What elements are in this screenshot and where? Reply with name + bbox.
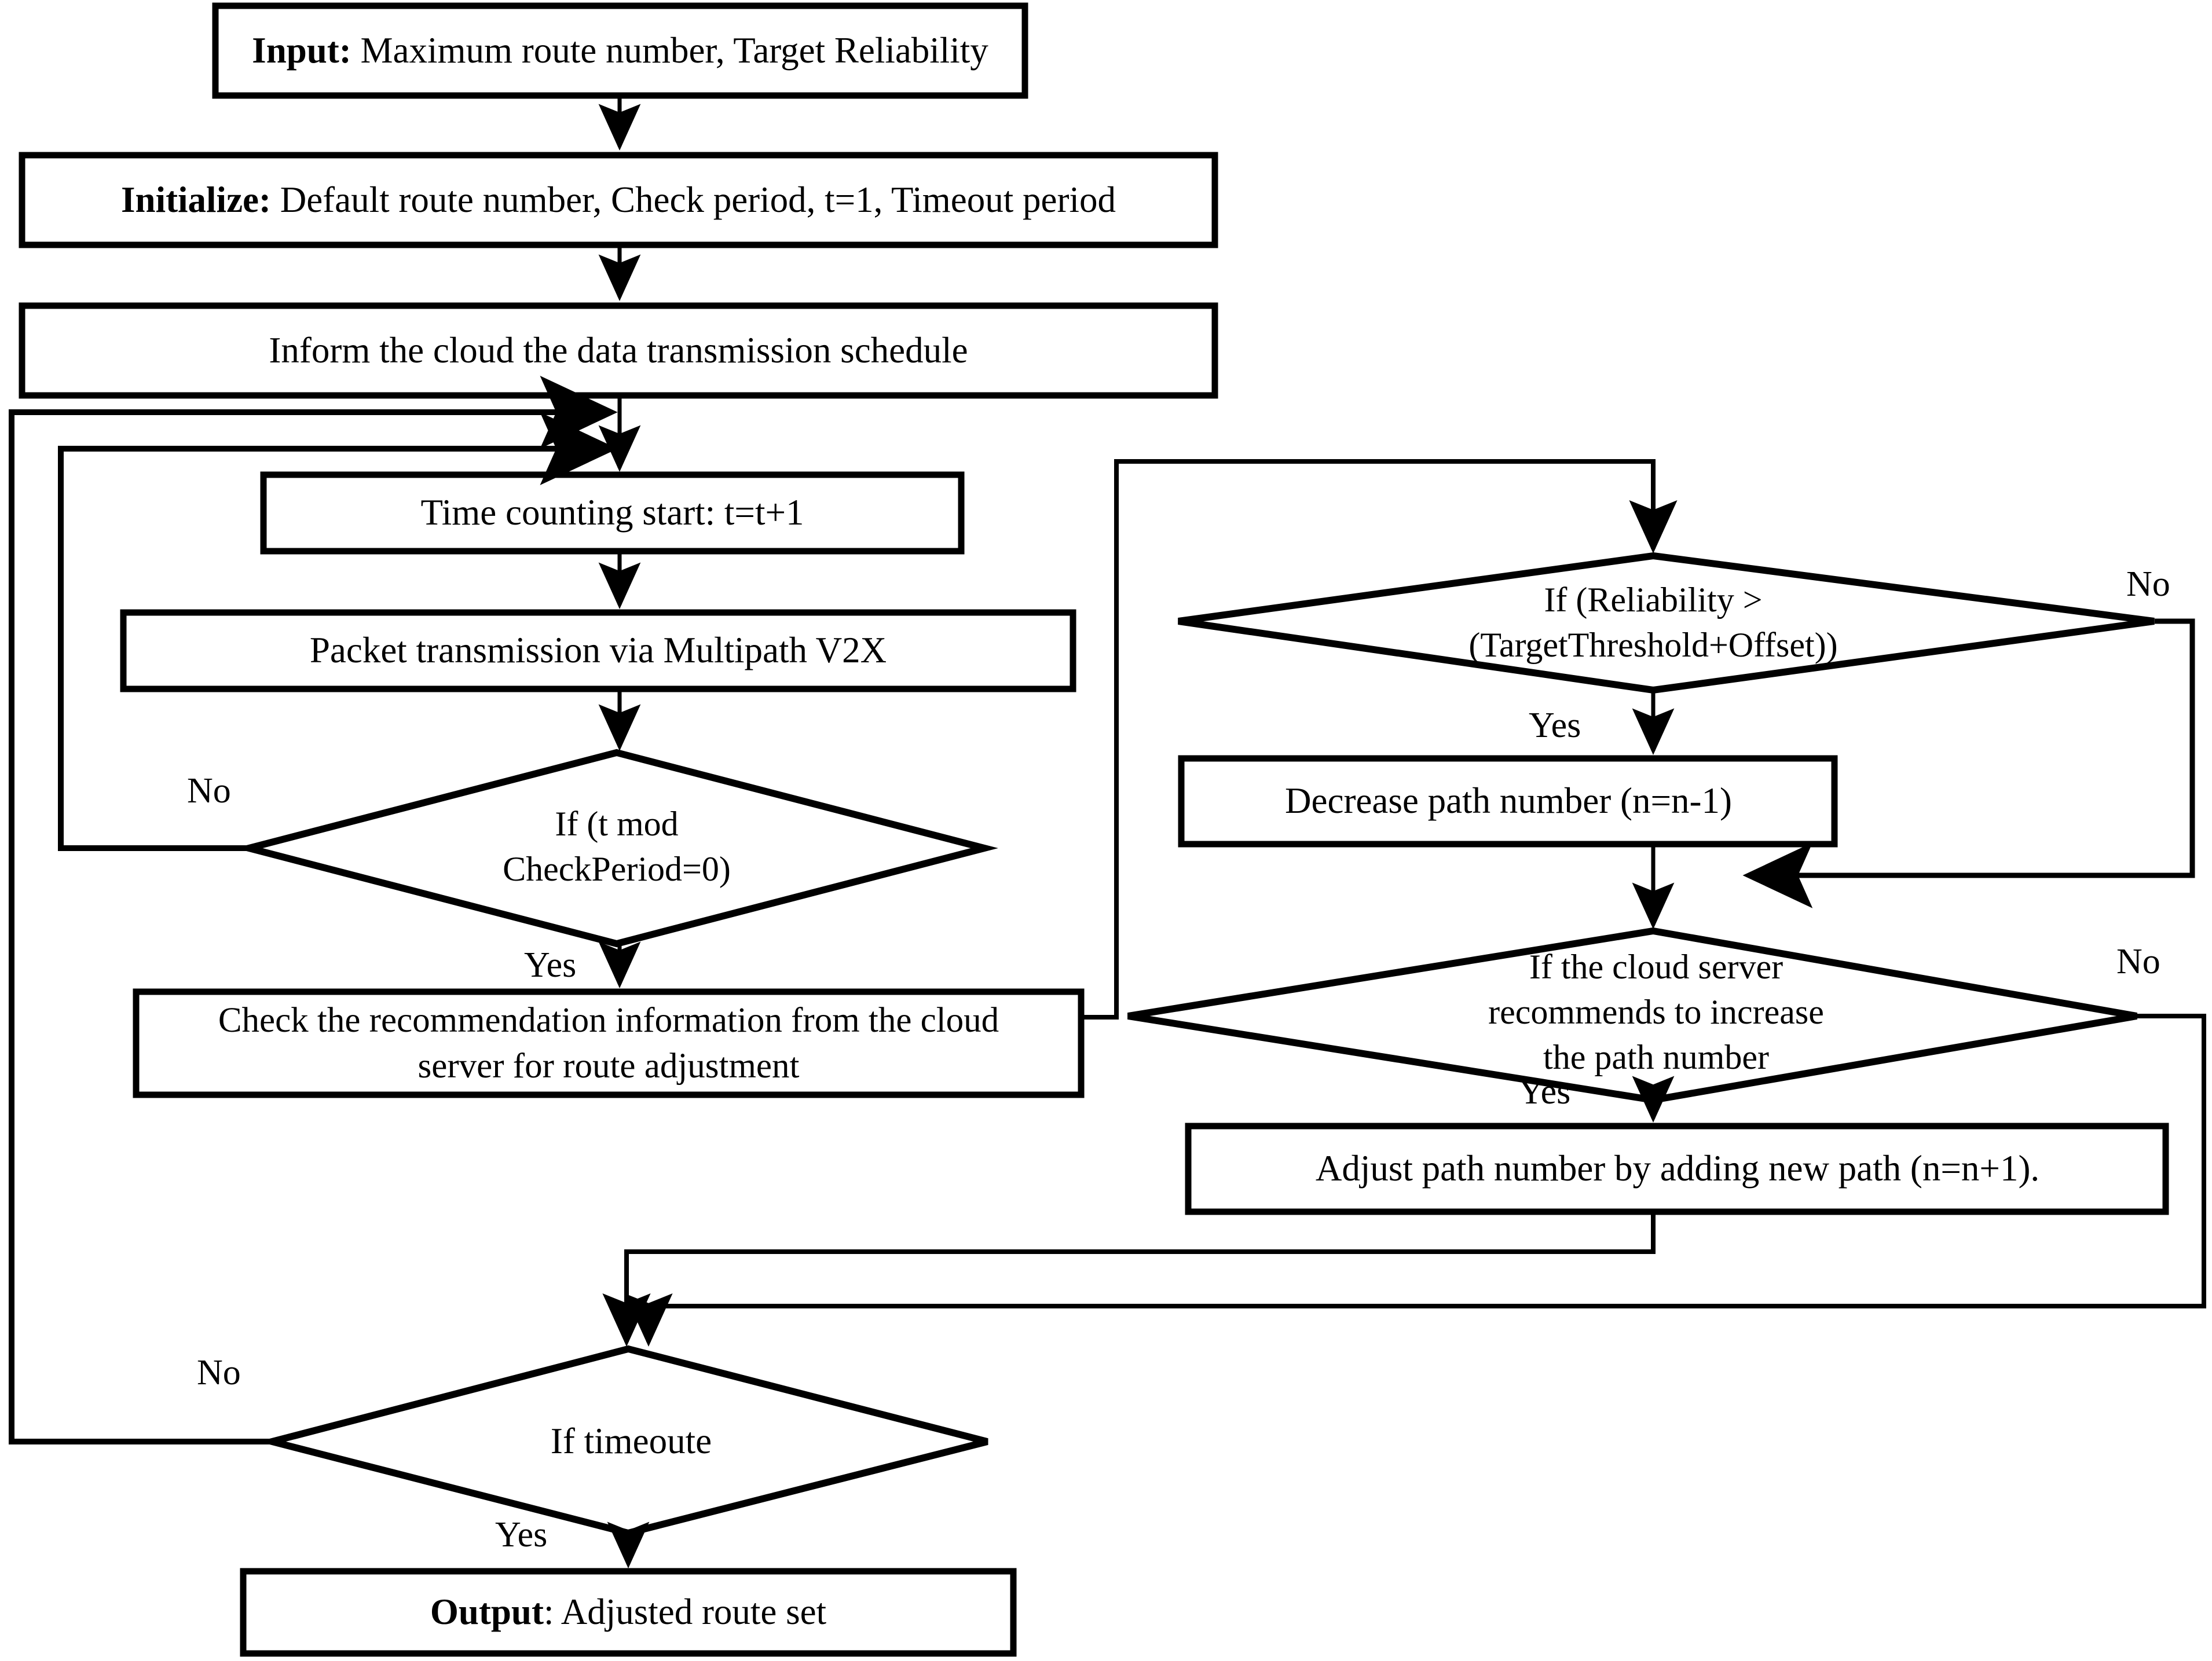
edge-checkperiod-no-loop [58,412,618,851]
node-reliability-decision-shape [1178,552,2155,694]
edge-reliability-no-loop [1742,618,2195,908]
edge-label-timeout-no: No [197,1353,241,1392]
node-decrease-path-shape [1178,755,1838,848]
edge-cloudrecommend-no-to-timeout [624,1014,2206,1347]
edge-label-cloud-recommend-yes: Yes [1518,1072,1571,1112]
edge-recommendation-to-reliability [1082,459,1678,1020]
node-packet-transmission-shape [120,609,1076,692]
node-check-period-decision-shape [235,749,998,948]
edge-label-reliability-yes: Yes [1529,706,1581,745]
edge-label-timeout-yes: Yes [495,1515,548,1554]
node-inform-cloud-shape [19,302,1218,399]
edge-adjust-to-timeout [602,1212,1656,1347]
node-output-shape [240,1568,1017,1657]
edge-label-check-period-no: No [187,771,231,811]
node-check-recommendation-shape [133,988,1085,1098]
node-timeout-decision-shape [258,1345,988,1537]
edge-label-reliability-no: No [2126,564,2170,604]
edge-timeout-no-loop [9,376,618,1444]
node-time-counting-shape [260,471,965,555]
edge-label-check-period-yes: Yes [524,945,577,985]
node-cloud-recommend-decision-shape [1127,927,2138,1104]
node-initialize-shape [19,152,1218,248]
node-adjust-path-shape [1185,1123,2169,1215]
node-input-shape [212,2,1028,99]
edge-label-cloud-recommend-no: No [2116,942,2160,981]
